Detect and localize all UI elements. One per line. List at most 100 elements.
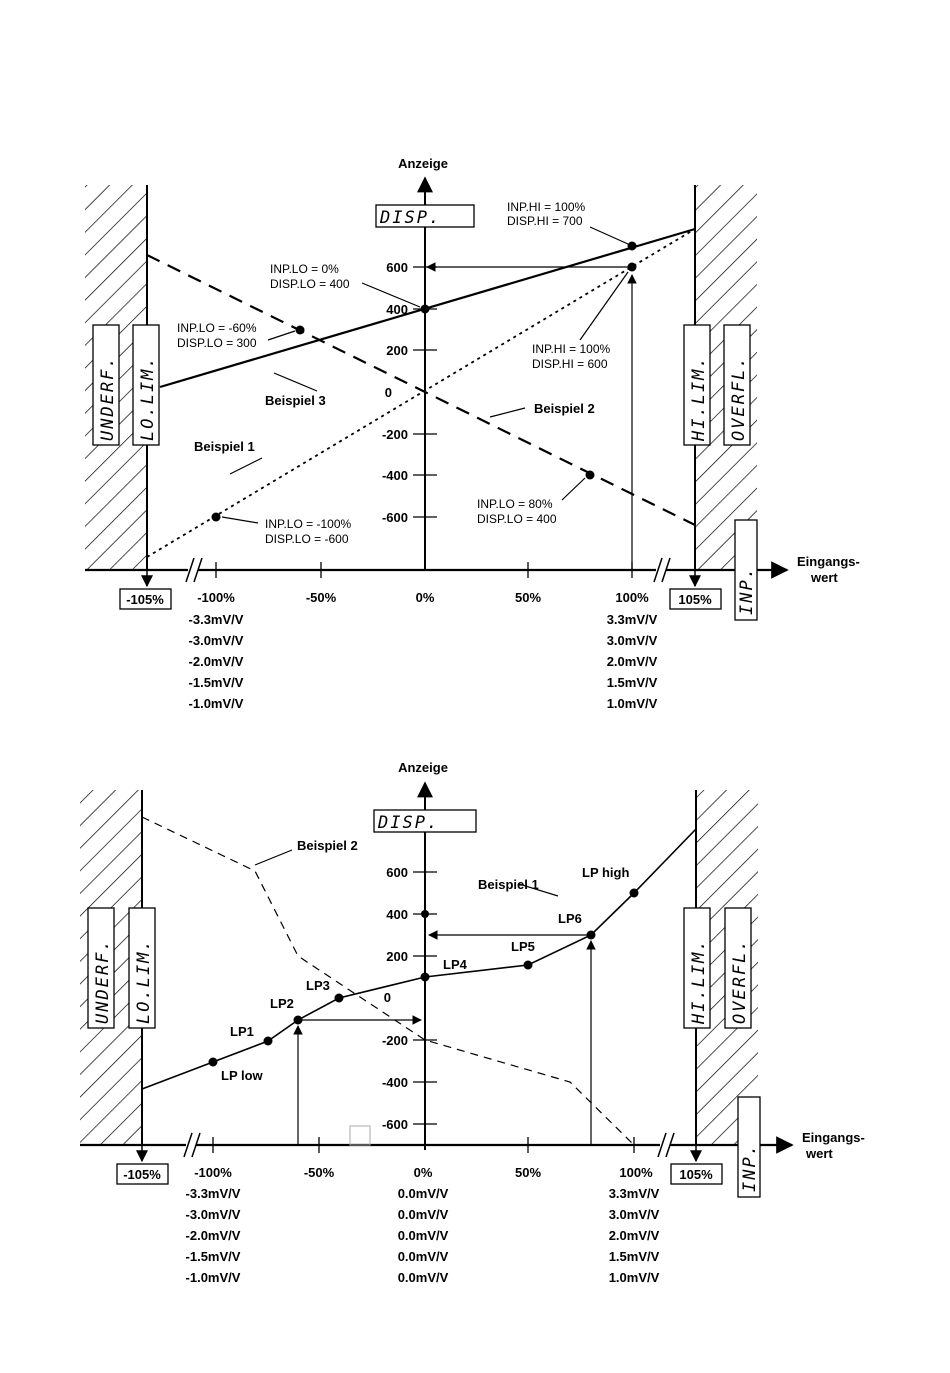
mv-right-4: 1.5mV/V — [609, 1249, 660, 1264]
y-tick-200: 200 — [386, 949, 408, 964]
x-tick-0: 0% — [416, 590, 435, 605]
left-bound-label: -105% — [123, 1167, 161, 1182]
mv-right-1: 3.3mV/V — [609, 1186, 660, 1201]
y-tick-minus400: -400 — [382, 468, 408, 483]
axis-break-left — [183, 1132, 201, 1158]
y-tick-600: 600 — [386, 865, 408, 880]
point-lp-low — [208, 1057, 218, 1067]
point-lp6 — [586, 930, 596, 940]
lp-high-label: LP high — [582, 865, 629, 880]
annot-hi700-l2: DISP.HI = 700 — [507, 214, 583, 228]
y-tick-200: 200 — [386, 343, 408, 358]
mv-left-5: -1.0mV/V — [186, 1270, 241, 1285]
mv-left-2: -3.0mV/V — [189, 633, 244, 648]
lolim-box: LO.LIM. — [138, 355, 158, 441]
lp3-label: LP3 — [306, 978, 330, 993]
mv-left-1: -3.3mV/V — [186, 1186, 241, 1201]
beispiel-2-label: Beispiel 2 — [534, 401, 595, 416]
mv-right-5: 1.0mV/V — [607, 696, 658, 711]
y-tick-0: 0 — [385, 385, 392, 400]
annot-hi600-l1: INP.HI = 100% — [532, 342, 610, 356]
disp-box: DISP. — [379, 208, 441, 228]
mv-right-4: 1.5mV/V — [607, 675, 658, 690]
beispiel-1-line — [146, 228, 696, 558]
mv-right-3: 2.0mV/V — [607, 654, 658, 669]
x-tick-minus50: -50% — [304, 1165, 335, 1180]
mv-mid-3: 0.0mV/V — [398, 1228, 449, 1243]
hilim-box: HI.LIM. — [689, 938, 709, 1025]
point-hi-600 — [627, 262, 637, 272]
x-axis-title-1: Eingangs- — [797, 554, 860, 569]
x-tick-minus50: -50% — [306, 590, 337, 605]
point-lp3 — [334, 993, 344, 1003]
underf-box: UNDERF. — [93, 938, 113, 1024]
beispiel-2-line — [141, 816, 635, 1146]
x-tick-minus100: -100% — [197, 590, 235, 605]
y-tick-minus400: -400 — [382, 1075, 408, 1090]
beispiel-2-line — [146, 254, 696, 526]
mv-mid-4: 0.0mV/V — [398, 1249, 449, 1264]
lp1-label: LP1 — [230, 1024, 254, 1039]
point-hi-700 — [627, 241, 637, 251]
mv-right-1: 3.3mV/V — [607, 612, 658, 627]
mv-left-1: -3.3mV/V — [189, 612, 244, 627]
mv-right-2: 3.0mV/V — [607, 633, 658, 648]
x-axis-title-2: wert — [810, 570, 838, 585]
y-tick-400: 400 — [386, 907, 408, 922]
underf-box: UNDERF. — [98, 355, 118, 441]
overfl-box: OVERFL. — [729, 355, 749, 441]
lp-low-label: LP low — [221, 1068, 264, 1083]
annot-lo400-l1: INP.LO = 0% — [270, 262, 339, 276]
beispiel-1-label: Beispiel 1 — [478, 877, 539, 892]
inp-box: INP. — [737, 566, 757, 615]
annot-lo400-l2: DISP.LO = 400 — [270, 277, 350, 291]
lolim-box: LO.LIM. — [134, 938, 154, 1024]
annot-lo300-l2: DISP.LO = 300 — [177, 336, 257, 350]
annot-lo300-l1: INP.LO = -60% — [177, 321, 257, 335]
disp-box: DISP. — [377, 813, 439, 833]
point-lp2 — [293, 1015, 303, 1025]
y-tick-minus200: -200 — [382, 1033, 408, 1048]
point-lp5 — [523, 960, 533, 970]
beispiel-1-line — [141, 828, 697, 1090]
point-lo-minus600 — [211, 512, 221, 522]
annot-lo80-l2: DISP.LO = 400 — [477, 512, 557, 526]
top-diagram: 600 400 200 0 -200 -400 -600 Anzeige Ein… — [85, 156, 860, 711]
overfl-box: OVERFL. — [730, 938, 750, 1024]
lp6-label: LP6 — [558, 911, 582, 926]
mv-right-2: 3.0mV/V — [609, 1207, 660, 1222]
point-axis-400 — [421, 910, 429, 918]
beispiel-3-label: Beispiel 3 — [265, 393, 326, 408]
x-tick-50: 50% — [515, 590, 541, 605]
hilim-box: HI.LIM. — [689, 355, 709, 442]
x-tick-50: 50% — [515, 1165, 541, 1180]
right-bound-label: 105% — [679, 1167, 713, 1182]
point-lp-high — [629, 888, 639, 898]
axis-break-right — [657, 1132, 675, 1158]
y-tick-minus600: -600 — [382, 1117, 408, 1132]
x-tick-100: 100% — [619, 1165, 653, 1180]
inp-box: INP. — [740, 1143, 760, 1192]
mv-mid-2: 0.0mV/V — [398, 1207, 449, 1222]
lp2-label: LP2 — [270, 996, 294, 1011]
y-tick-600: 600 — [386, 260, 408, 275]
x-axis-title-1: Eingangs- — [802, 1130, 865, 1145]
x-axis-title-2: wert — [805, 1146, 833, 1161]
beispiel-1-label: Beispiel 1 — [194, 439, 255, 454]
mv-right-5: 1.0mV/V — [609, 1270, 660, 1285]
annot-hi600-l2: DISP.HI = 600 — [532, 357, 608, 371]
y-tick-minus600: -600 — [382, 510, 408, 525]
annot-hi700-l1: INP.HI = 100% — [507, 200, 585, 214]
y-axis-title: Anzeige — [398, 760, 448, 775]
axis-break-right — [653, 557, 671, 583]
y-tick-0: 0 — [384, 990, 391, 1005]
point-lp1 — [263, 1036, 273, 1046]
lp4-label: LP4 — [443, 957, 468, 972]
x-tick-0: 0% — [414, 1165, 433, 1180]
lp5-label: LP5 — [511, 939, 535, 954]
left-bound-label: -105% — [126, 592, 164, 607]
x-tick-minus100: -100% — [194, 1165, 232, 1180]
right-bound-label: 105% — [678, 592, 712, 607]
x-tick-100: 100% — [615, 590, 649, 605]
